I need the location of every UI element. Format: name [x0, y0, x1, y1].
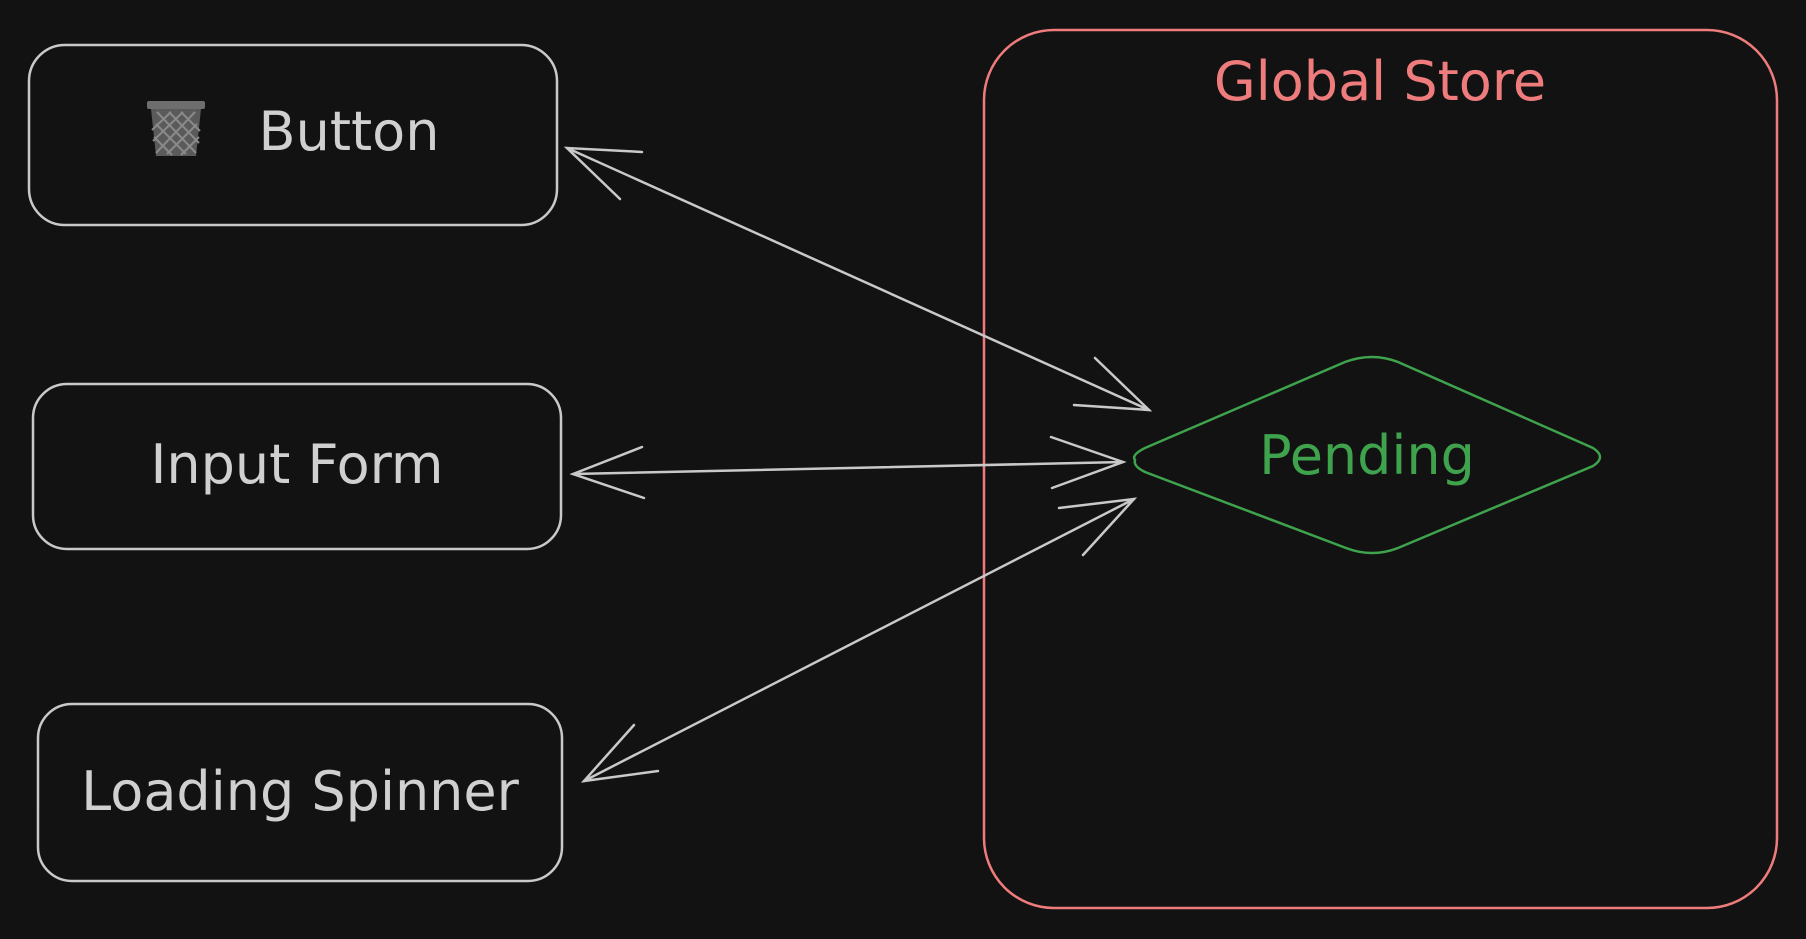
arrow-spinner-pending-line [582, 497, 1136, 783]
button-node-box [27, 43, 559, 227]
loading-spinner-node[interactable]: Loading Spinner [36, 702, 564, 883]
global-store-box [982, 28, 1779, 910]
trash-can-icon [147, 101, 205, 156]
arrow-input-pending-line [571, 460, 1125, 476]
arrow-spinner-pending-head-start [580, 723, 660, 783]
input-form-node[interactable]: Input Form [31, 382, 563, 551]
pending-diamond [1132, 355, 1602, 555]
loading-spinner-node-box [36, 702, 564, 883]
arrow-spinner-pending[interactable] [580, 497, 1138, 783]
arrow-input-pending-head-start [569, 445, 646, 500]
input-form-node-box [31, 382, 563, 551]
arrow-input-pending[interactable] [569, 435, 1127, 500]
arrow-button-pending-head-end [1072, 356, 1153, 412]
pending-label: Pending [1259, 424, 1475, 487]
global-store-title: Global Store [1214, 50, 1546, 113]
loading-spinner-node-label: Loading Spinner [81, 760, 519, 823]
arrow-button-pending-head-start [563, 146, 644, 201]
input-form-node-label: Input Form [150, 433, 443, 496]
arrow-button-pending-line [565, 146, 1151, 412]
arrow-spinner-pending-head-end [1057, 497, 1138, 557]
global-store-container[interactable]: Global Store [982, 28, 1779, 910]
arrow-button-pending[interactable] [563, 146, 1153, 412]
button-node[interactable]: Button [27, 43, 559, 227]
button-node-label: Button [259, 100, 440, 163]
arrow-input-pending-head-end [1049, 435, 1127, 490]
pending-state[interactable]: Pending [1132, 355, 1602, 555]
